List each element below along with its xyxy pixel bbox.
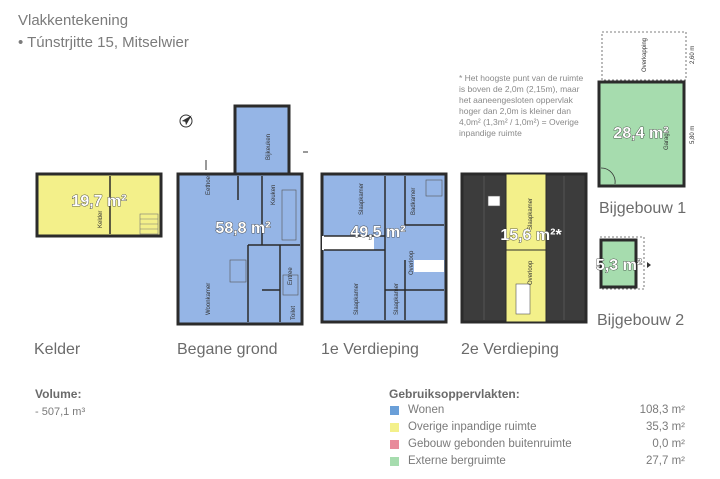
legend-label: Gebouw gebonden buitenruimte: [408, 438, 572, 450]
room-woonkamer: Woonkamer: [206, 283, 212, 315]
legend-swatch: [390, 457, 399, 466]
room-slaapkamer-zolder: Slaapkamer: [528, 198, 534, 230]
plan-bijgebouw-1: Overkapping 2,60 m 5,80 m Garage 28,4 m²: [597, 31, 696, 188]
plan-tweede-verdieping: Slaapkamer Overloop 15,6 m²*: [460, 172, 588, 324]
page-title: Vlakkentekening: [18, 12, 129, 29]
plan-eerste-verdieping: Slaapkamer Badkamer Overloop Slaapkamer …: [320, 172, 448, 324]
room-entree: Entree: [288, 267, 294, 285]
legend-swatch: [390, 440, 399, 449]
address: • Túnstrjitte 15, Mitselwier: [18, 34, 189, 51]
legend-value: 27,7 m²: [646, 455, 685, 467]
area-tweede-verdieping: 15,6 m²*: [500, 227, 562, 244]
legend-label: Wonen: [408, 404, 445, 416]
label-begane-grond: Begane grond: [177, 341, 278, 358]
area-kelder: 19,7 m²: [71, 193, 126, 210]
legend-label: Externe bergruimte: [408, 455, 506, 467]
legend-row: Wonen 108,3 m²: [389, 404, 689, 418]
legend-value: 108,3 m²: [639, 404, 685, 416]
room-slaapkamer-3: Slaapkamer: [394, 283, 400, 315]
legend-label: Overige inpandige ruimte: [408, 421, 537, 433]
room-kelder: Kelder: [98, 211, 104, 228]
room-overloop-zolder: Overloop: [528, 260, 534, 285]
legend-title: Gebruiksoppervlakten:: [389, 387, 520, 401]
compass-icon: [179, 114, 193, 128]
label-tweede-verdieping: 2e Verdieping: [461, 341, 559, 358]
plan-kelder: Kelder 19,7 m²: [35, 172, 163, 238]
volume-value: - 507,1 m³: [35, 406, 86, 418]
legend-value: 0,0 m²: [652, 438, 685, 450]
legend-swatch: [390, 423, 399, 432]
legend-row: Externe bergruimte 27,7 m²: [389, 455, 689, 469]
area-begane-grond: 58,8 m²: [215, 220, 270, 237]
area-bijgebouw-2: 5,3 m²: [596, 257, 642, 274]
room-slaapkamer-1: Slaapkamer: [359, 183, 365, 215]
legend-value: 35,3 m²: [646, 421, 685, 433]
dim-side: 5,80 m: [690, 126, 696, 144]
room-bijkeuken: Bijkeuken: [266, 134, 272, 160]
room-toilet: Toilet: [291, 306, 297, 320]
label-bijgebouw-2: Bijgebouw 2: [597, 312, 685, 329]
volume-title: Volume:: [35, 387, 82, 401]
label-bijgebouw-1: Bijgebouw 1: [599, 200, 687, 217]
room-eethoek: Eethoek: [206, 172, 212, 195]
area-footnote: * Het hoogste punt van de ruimte is bove…: [459, 73, 584, 138]
overkapping-label: Overkapping: [642, 38, 648, 72]
room-keuken: Keuken: [271, 185, 277, 205]
area-eerste-verdieping: 49,5 m²: [350, 224, 405, 241]
label-kelder: Kelder: [34, 341, 81, 358]
label-eerste-verdieping: 1e Verdieping: [321, 341, 419, 358]
legend-swatch: [390, 406, 399, 415]
legend-row: Gebouw gebonden buitenruimte 0,0 m²: [389, 438, 689, 452]
plan-begane-grond: Eethoek Keuken Bijkeuken Woonkamer Entre…: [176, 104, 308, 326]
plan-bijgebouw-2: 5,3 m²: [595, 236, 651, 290]
legend-row: Overige inpandige ruimte 35,3 m²: [389, 421, 689, 435]
room-badkamer: Badkamer: [411, 188, 417, 215]
dim-top: 2,60 m: [690, 46, 696, 64]
room-overloop: Overloop: [409, 250, 415, 275]
area-bijgebouw-1: 28,4 m²: [613, 125, 668, 142]
room-garage: Garage: [664, 129, 670, 150]
room-slaapkamer-2: Slaapkamer: [354, 283, 360, 315]
